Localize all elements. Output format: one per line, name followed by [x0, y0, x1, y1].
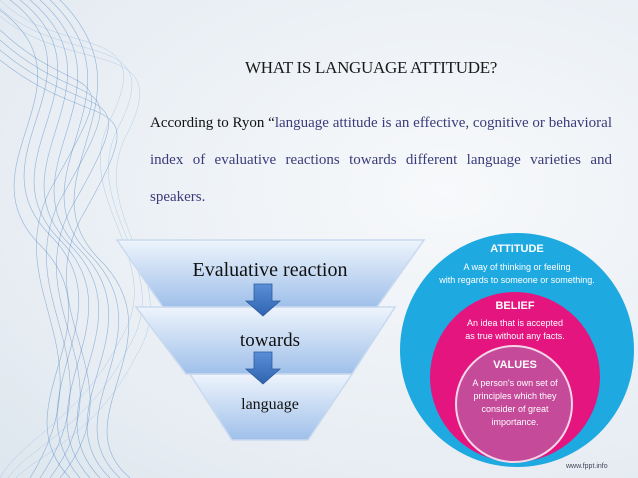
values-line-3: consider of great: [455, 404, 575, 415]
values-line-4: importance.: [455, 417, 575, 428]
footer-url: www.fppt.info: [566, 463, 608, 470]
attitude-title: ATTITUDE: [427, 243, 607, 256]
belief-title: BELIEF: [440, 300, 590, 313]
attitude-line-1: A way of thinking or feeling: [427, 262, 607, 273]
belief-line-1: An idea that is accepted: [440, 318, 590, 329]
values-line-2: principles which they: [455, 391, 575, 402]
belief-line-2: as true without any facts.: [440, 331, 590, 342]
values-title: VALUES: [455, 359, 575, 372]
attitude-line-2: with regards to someone or something.: [420, 275, 614, 286]
values-line-1: A person's own set of: [455, 378, 575, 389]
